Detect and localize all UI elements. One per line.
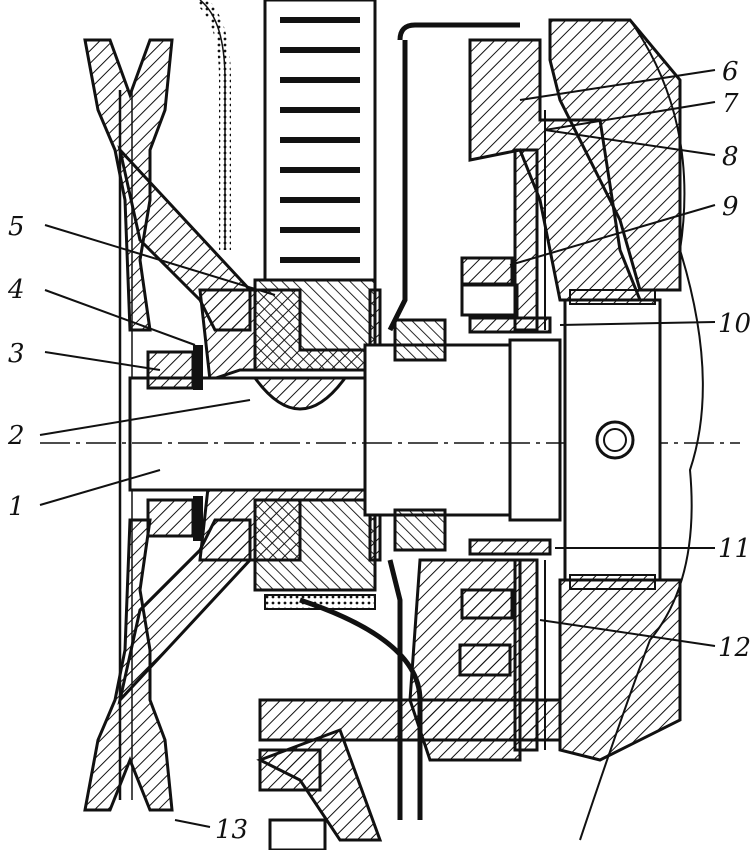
impeller-top [195, 0, 377, 282]
callout-2: 2 [7, 421, 25, 451]
callout-8: 8 [722, 142, 739, 172]
callout-1: 1 [8, 492, 25, 522]
callout-6: 6 [722, 57, 739, 87]
end-cap [563, 19, 704, 841]
callout-11: 11 [718, 534, 751, 564]
pump-body [256, 18, 682, 850]
callout-3: 3 [8, 339, 25, 369]
pulley [83, 38, 252, 812]
callout-5: 5 [8, 212, 25, 242]
leader-lines [39, 69, 716, 828]
callouts: 1 2 3 4 5 6 7 8 9 10 11 12 13 [7, 57, 751, 845]
callout-9: 9 [722, 192, 739, 222]
hub-housing [198, 278, 382, 592]
callout-7: 7 [722, 89, 739, 119]
callout-4: 4 [7, 275, 25, 305]
callout-13: 13 [215, 815, 248, 845]
shaft [40, 338, 740, 541]
callout-12: 12 [718, 633, 751, 663]
callout-10: 10 [718, 309, 751, 339]
